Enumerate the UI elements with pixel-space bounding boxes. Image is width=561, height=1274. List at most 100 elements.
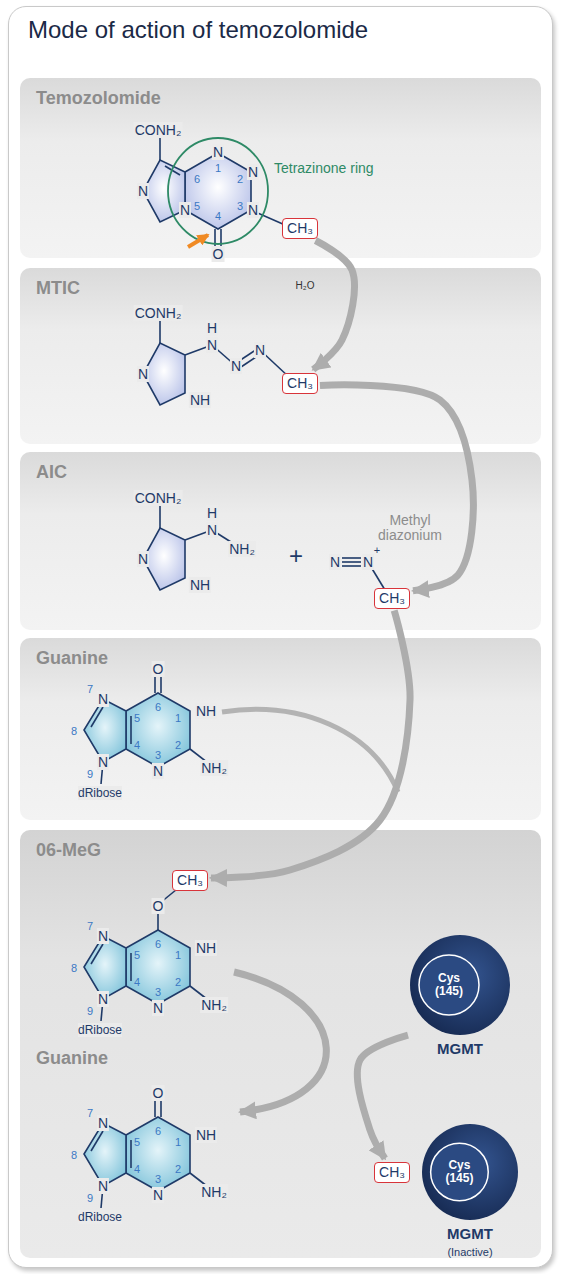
label-wrap: 9 (87, 1001, 93, 1019)
label-wrap: 3 (155, 745, 161, 763)
label-wrap: 3 (237, 196, 243, 214)
label-wrap: 4 (215, 206, 221, 224)
sugar-label: dRibose (78, 1023, 122, 1037)
label-wrap: 4 (134, 735, 140, 753)
label-wrap: 8 (71, 958, 77, 976)
label-wrap: N (97, 990, 109, 1008)
label-wrap: N (152, 762, 164, 780)
atom-number: 1 (175, 949, 181, 961)
atom-label: NH (189, 392, 211, 408)
enzyme-body (410, 935, 510, 1035)
atom-label: N (179, 202, 191, 218)
label-wrap: O (152, 1084, 165, 1102)
atom-number: 3 (155, 986, 161, 998)
label-wrap: N (247, 163, 259, 181)
label-wrap: N (137, 182, 149, 200)
reagent-label: H₂O (296, 280, 315, 291)
atom-number: 3 (155, 749, 161, 761)
label-wrap: CONH₂ (134, 121, 183, 139)
label-wrap: N (97, 927, 109, 945)
label-wrap: 5 (194, 196, 200, 214)
label-wrap: Methyl diazonium (373, 513, 447, 544)
label-wrap: 8 (71, 721, 77, 739)
label-wrap: 5 (134, 708, 140, 726)
species-label: Methyl diazonium (373, 513, 447, 544)
methyl-box: CH₃ (282, 218, 318, 239)
panel-heading: AIC (36, 462, 67, 482)
label-wrap: 1 (175, 708, 181, 726)
atom-label: O (152, 661, 165, 677)
label-wrap: 4 (134, 1159, 140, 1177)
label-wrap: dRibose (78, 1207, 122, 1225)
reaction-arrow (211, 611, 410, 878)
label-wrap: N (137, 365, 149, 383)
label-wrap: NH (195, 939, 217, 957)
atom-number: 2 (175, 1163, 181, 1175)
atom-label: H (206, 320, 218, 336)
atom-label: N (230, 358, 242, 374)
enzyme-text-wrap: MGMT (437, 1040, 483, 1058)
methyl-label: CH₃ (177, 872, 203, 888)
label-wrap: 3 (155, 982, 161, 1000)
title-wrap: Mode of action of temozolomide (28, 16, 368, 44)
temozolomide-structure (143, 132, 285, 250)
methyl-label: CH₃ (287, 220, 313, 236)
ring-label: Tetrazinone ring (274, 160, 374, 176)
atom-label: O (152, 898, 165, 914)
label-wrap: NH (189, 391, 211, 409)
label-wrap: N (206, 521, 218, 539)
panel-heading: Temozolomide (36, 88, 161, 108)
atom-number: 2 (237, 173, 243, 185)
label-wrap: N (97, 753, 109, 771)
label-wrap: NH (195, 1126, 217, 1144)
charge-sign: + (374, 544, 380, 556)
enzyme-label: MGMT (437, 1040, 483, 1057)
atom-label: N (97, 1178, 109, 1194)
atom-label: N (97, 928, 109, 944)
label-wrap: O (152, 660, 165, 678)
label-wrap: NH₂ (228, 540, 256, 558)
label-wrap: CONH₂ (134, 304, 183, 322)
label-wrap: N (212, 143, 224, 161)
heading-wrap: AIC (36, 462, 67, 483)
label-wrap: 1 (175, 1132, 181, 1150)
label-wrap: 7 (87, 916, 93, 934)
atom-label: CONH₂ (134, 490, 183, 506)
aic-structure (143, 503, 388, 595)
atom-label: N (152, 763, 164, 779)
diagram-title: Mode of action of temozolomide (28, 16, 368, 43)
label-wrap: 6 (155, 697, 161, 715)
methyl-label: CH₃ (379, 590, 405, 606)
atom-number: 7 (87, 683, 93, 695)
label-wrap: 6 (194, 169, 200, 187)
reaction-arrow (320, 385, 473, 591)
panel-heading: 06-MeG (36, 840, 101, 860)
heading-wrap: Guanine (36, 1048, 108, 1069)
reaction-arrow (357, 1035, 408, 1158)
label-wrap: O (152, 897, 165, 915)
label-wrap: NH₂ (200, 759, 228, 777)
label-wrap: 4 (134, 972, 140, 990)
methyl-box: CH₃ (282, 373, 318, 394)
enzyme-text-wrap: Cys (145) (427, 972, 471, 998)
atom-label: NH₂ (200, 997, 228, 1013)
atom-number: 4 (215, 210, 221, 222)
label-wrap: N (254, 341, 266, 359)
atom-label: N (137, 551, 149, 567)
methyl-label: CH₃ (287, 375, 313, 391)
atom-number: 6 (194, 173, 200, 185)
atom-label: N (137, 183, 149, 199)
atom-number: 6 (155, 701, 161, 713)
label-wrap: 5 (134, 1132, 140, 1150)
atom-label: NH (195, 703, 217, 719)
atom-label: N (97, 991, 109, 1007)
label-wrap: N (97, 1177, 109, 1195)
label-wrap: O (212, 245, 225, 263)
mgmt-enzyme: Cys (145) MGMT (410, 935, 510, 1081)
atom-number: 4 (134, 976, 140, 988)
label-wrap: NH₂ (200, 996, 228, 1014)
reaction-arrow (313, 241, 354, 370)
step-panel: CH₃ AIC (20, 452, 541, 630)
